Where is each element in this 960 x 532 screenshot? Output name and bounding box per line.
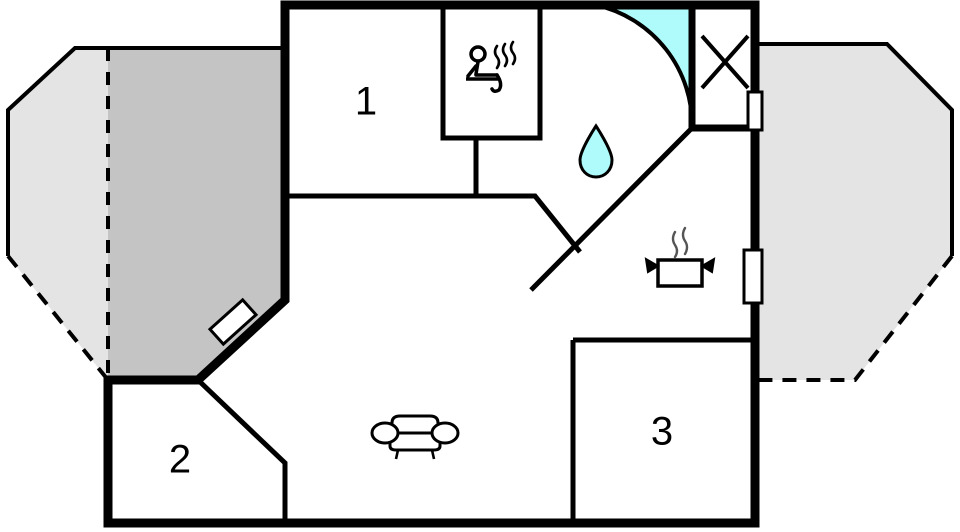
window-frame xyxy=(746,90,764,132)
wall-bathroom-diagonal xyxy=(529,126,694,292)
wall-sauna-room xyxy=(440,5,543,141)
sofa-icon xyxy=(370,414,460,460)
water-drop-icon xyxy=(578,123,614,179)
window-right-upper[interactable] xyxy=(746,90,764,132)
interior-walls xyxy=(196,5,755,523)
terrace-right xyxy=(755,44,952,380)
wall-room1-south xyxy=(285,193,582,254)
sauna-person-icon xyxy=(466,40,517,94)
terrace-left-outline-solid xyxy=(6,46,285,256)
fixtures-group xyxy=(370,34,750,460)
cross-x-icon xyxy=(700,34,750,90)
room-label-2: 2 xyxy=(169,438,191,482)
wall-room3 xyxy=(570,337,755,523)
terrace-left-outer xyxy=(8,48,108,380)
cooking-pot-icon xyxy=(644,226,716,288)
room-label-1: 1 xyxy=(355,80,377,124)
terrace-group xyxy=(6,42,954,382)
openings-group xyxy=(207,90,764,347)
wall-room2 xyxy=(196,378,288,523)
room-labels: 1 2 3 xyxy=(169,80,673,482)
terrace-left-inner xyxy=(108,48,285,380)
window-frame xyxy=(742,248,764,305)
terrace-right-outline-dashed xyxy=(755,254,954,382)
room-label-3: 3 xyxy=(651,410,673,454)
diagonal-door-left[interactable] xyxy=(207,297,259,347)
door-leaf xyxy=(207,297,259,347)
terrace-right-outline-solid xyxy=(755,42,954,256)
window-right-lower[interactable] xyxy=(742,248,764,305)
wall-technical-room xyxy=(688,5,755,132)
terrace-left-outline-dashed xyxy=(6,254,110,382)
